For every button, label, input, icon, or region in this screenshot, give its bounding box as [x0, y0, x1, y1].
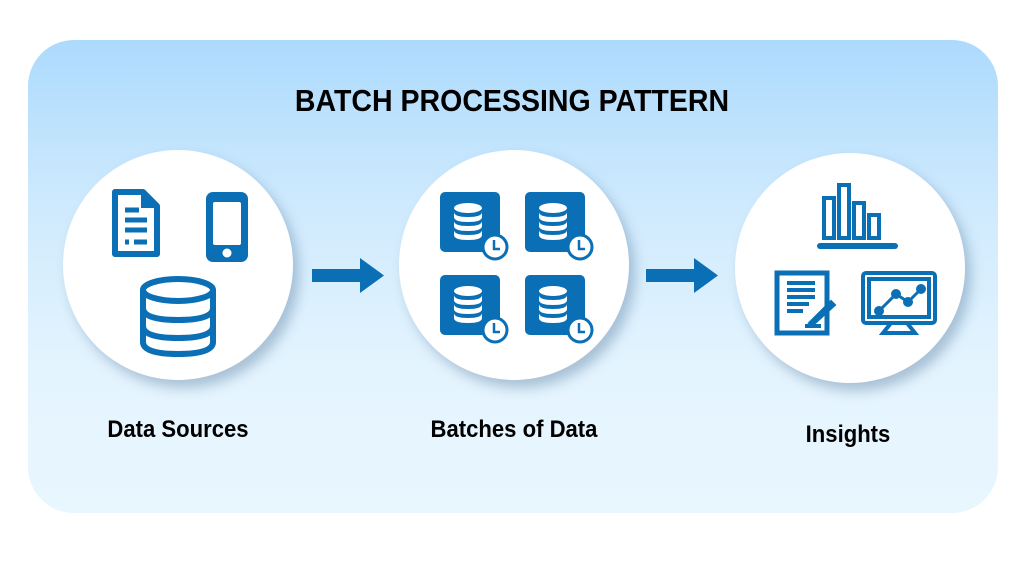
stage-label-batches-of-data: Batches of Data: [430, 416, 598, 443]
stage-insights-icons: [774, 183, 937, 336]
document-icon: [112, 189, 160, 257]
stage-batches-of-data: [399, 150, 629, 380]
smartphone-icon: [206, 192, 248, 262]
arrow-right-icon: [646, 258, 718, 293]
scheduled-database-icon: [438, 273, 509, 344]
stage-batches-icons: [438, 190, 594, 344]
scheduled-database-icon: [523, 190, 594, 261]
diagram-title: BATCH PROCESSING PATTERN: [294, 83, 730, 118]
scheduled-database-icon: [523, 273, 594, 344]
report-sign-icon: [774, 270, 837, 336]
stage-data-sources-icons: [112, 189, 248, 358]
stage-data-sources: [63, 150, 293, 380]
monitor-line-chart-icon: [861, 271, 937, 335]
stage-insights: [735, 153, 965, 383]
scheduled-database-icon: [438, 190, 509, 261]
stage-label-data-sources: Data Sources: [107, 416, 249, 443]
stage-label-insights: Insights: [805, 421, 891, 448]
database-icon: [140, 276, 216, 358]
arrow-right-icon: [312, 258, 384, 293]
bar-chart-icon: [817, 183, 898, 249]
